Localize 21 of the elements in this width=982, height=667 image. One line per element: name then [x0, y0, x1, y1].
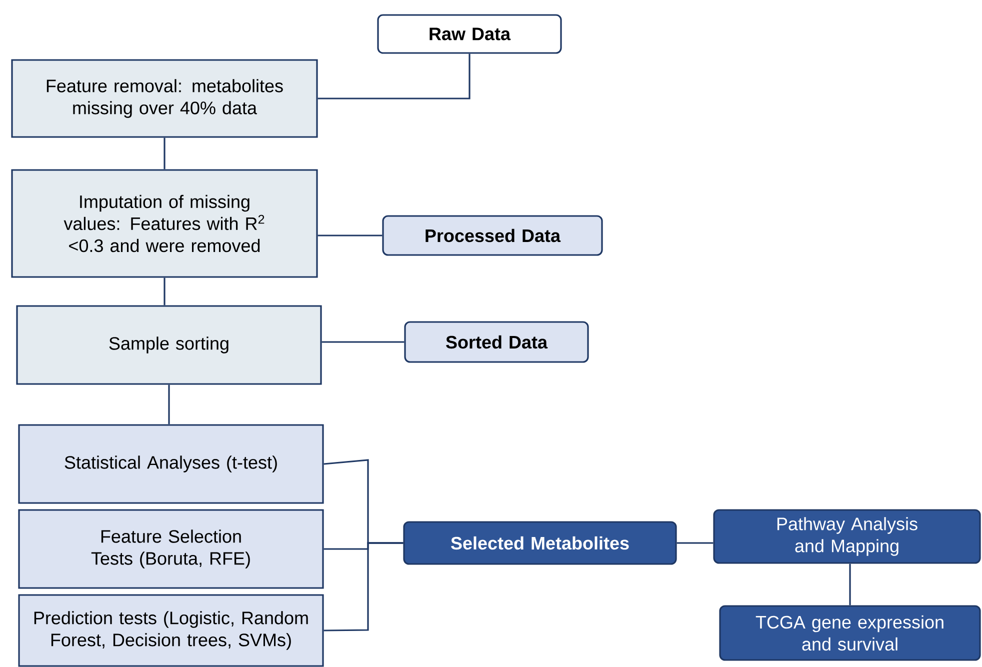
result-box: TCGA gene expression and survival [719, 605, 981, 661]
connector-line [164, 138, 166, 170]
connector-line [318, 54, 470, 100]
analysis-box: Prediction tests (Logistic, Random Forest, Decision trees, SVMs) [18, 594, 324, 667]
analysis-box: Statistical Analyses (t-test) [18, 424, 324, 504]
process-box: Sample sorting [16, 305, 322, 385]
data-box: Raw Data [377, 14, 562, 54]
analysis-box: Feature Selection Tests (Boruta, RFE) [18, 509, 324, 589]
connector-line [164, 278, 166, 306]
connector-line [324, 542, 404, 632]
data-box: Sorted Data [404, 321, 589, 363]
connector-line [676, 542, 714, 544]
connector-line [322, 341, 404, 343]
connector-line [168, 384, 170, 424]
result-box: Pathway Analysis and Mapping [713, 509, 981, 564]
data-box: Processed Data [382, 215, 603, 256]
process-box: Imputation of missing values: Features with R$^{2}$ <0.3 and were removed [11, 169, 318, 278]
result-box: Selected Metabolites [403, 521, 677, 565]
connector-line [849, 564, 851, 606]
process-box: Feature removal: metabolites missing over 40% data [11, 59, 318, 138]
connector-line [318, 234, 382, 236]
